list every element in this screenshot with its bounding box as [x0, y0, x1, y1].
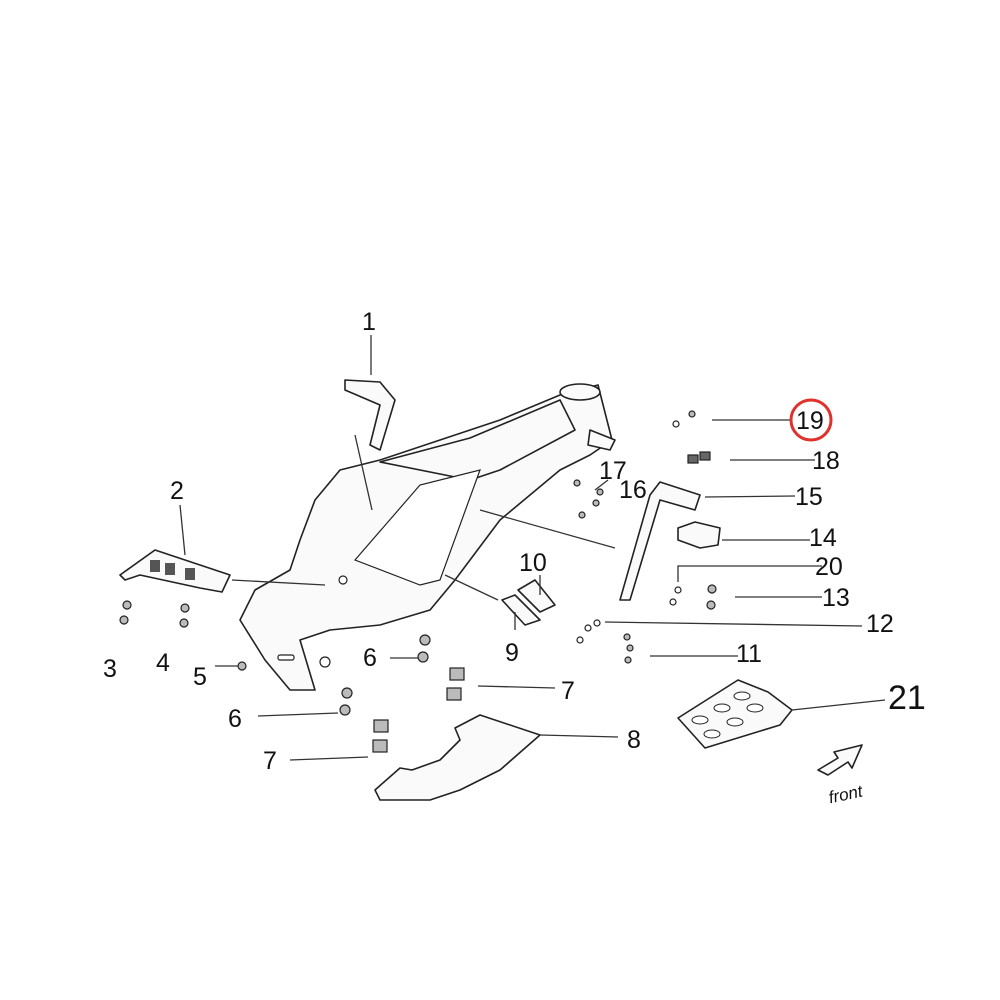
callout-1[interactable]: 1 [362, 308, 376, 336]
callout-2[interactable]: 2 [170, 477, 184, 505]
callout-15[interactable]: 15 [795, 483, 823, 511]
front-direction-arrow-icon: front [817, 744, 865, 807]
callout-20[interactable]: 20 [815, 553, 843, 581]
fasteners [119, 410, 717, 753]
callout-19[interactable]: 19 [796, 407, 824, 435]
part-9-bracket[interactable] [501, 594, 541, 626]
part-8-skid[interactable] [374, 714, 541, 801]
callout-5[interactable]: 5 [193, 663, 207, 691]
callout-16[interactable]: 16 [619, 476, 647, 504]
callout-6[interactable]: 6 [228, 705, 242, 733]
part-10-bracket[interactable] [517, 579, 556, 613]
part-18-clips[interactable] [687, 451, 711, 464]
callout-7[interactable]: 7 [263, 747, 277, 775]
callout-3[interactable]: 3 [103, 655, 117, 683]
callout-21[interactable]: 21 [888, 679, 926, 717]
part-1-bracket[interactable] [344, 379, 396, 451]
callout-14[interactable]: 14 [809, 524, 837, 552]
callout-17[interactable]: 17 [599, 457, 627, 485]
callout-6[interactable]: 6 [363, 644, 377, 672]
callout-13[interactable]: 13 [822, 584, 850, 612]
front-label: front [827, 781, 865, 807]
highlight-circle-19 [789, 398, 833, 442]
part-21-footrest[interactable] [677, 679, 793, 749]
callout-9[interactable]: 9 [505, 639, 519, 667]
leader-lines [179, 335, 886, 761]
callout-11[interactable]: 11 [736, 640, 762, 668]
callout-10[interactable]: 10 [519, 549, 547, 577]
callout-12[interactable]: 12 [866, 610, 894, 638]
callout-labels: 1 2 3 4 5 6 6 7 7 8 9 10 11 12 13 14 15 … [103, 308, 926, 775]
part-15-rail[interactable] [619, 481, 701, 601]
frame-part[interactable] [239, 383, 616, 691]
callout-8[interactable]: 8 [627, 726, 641, 754]
part-14-block[interactable] [677, 521, 721, 549]
callout-7[interactable]: 7 [561, 677, 575, 705]
callout-4[interactable]: 4 [156, 649, 170, 677]
callout-18[interactable]: 18 [812, 447, 840, 475]
